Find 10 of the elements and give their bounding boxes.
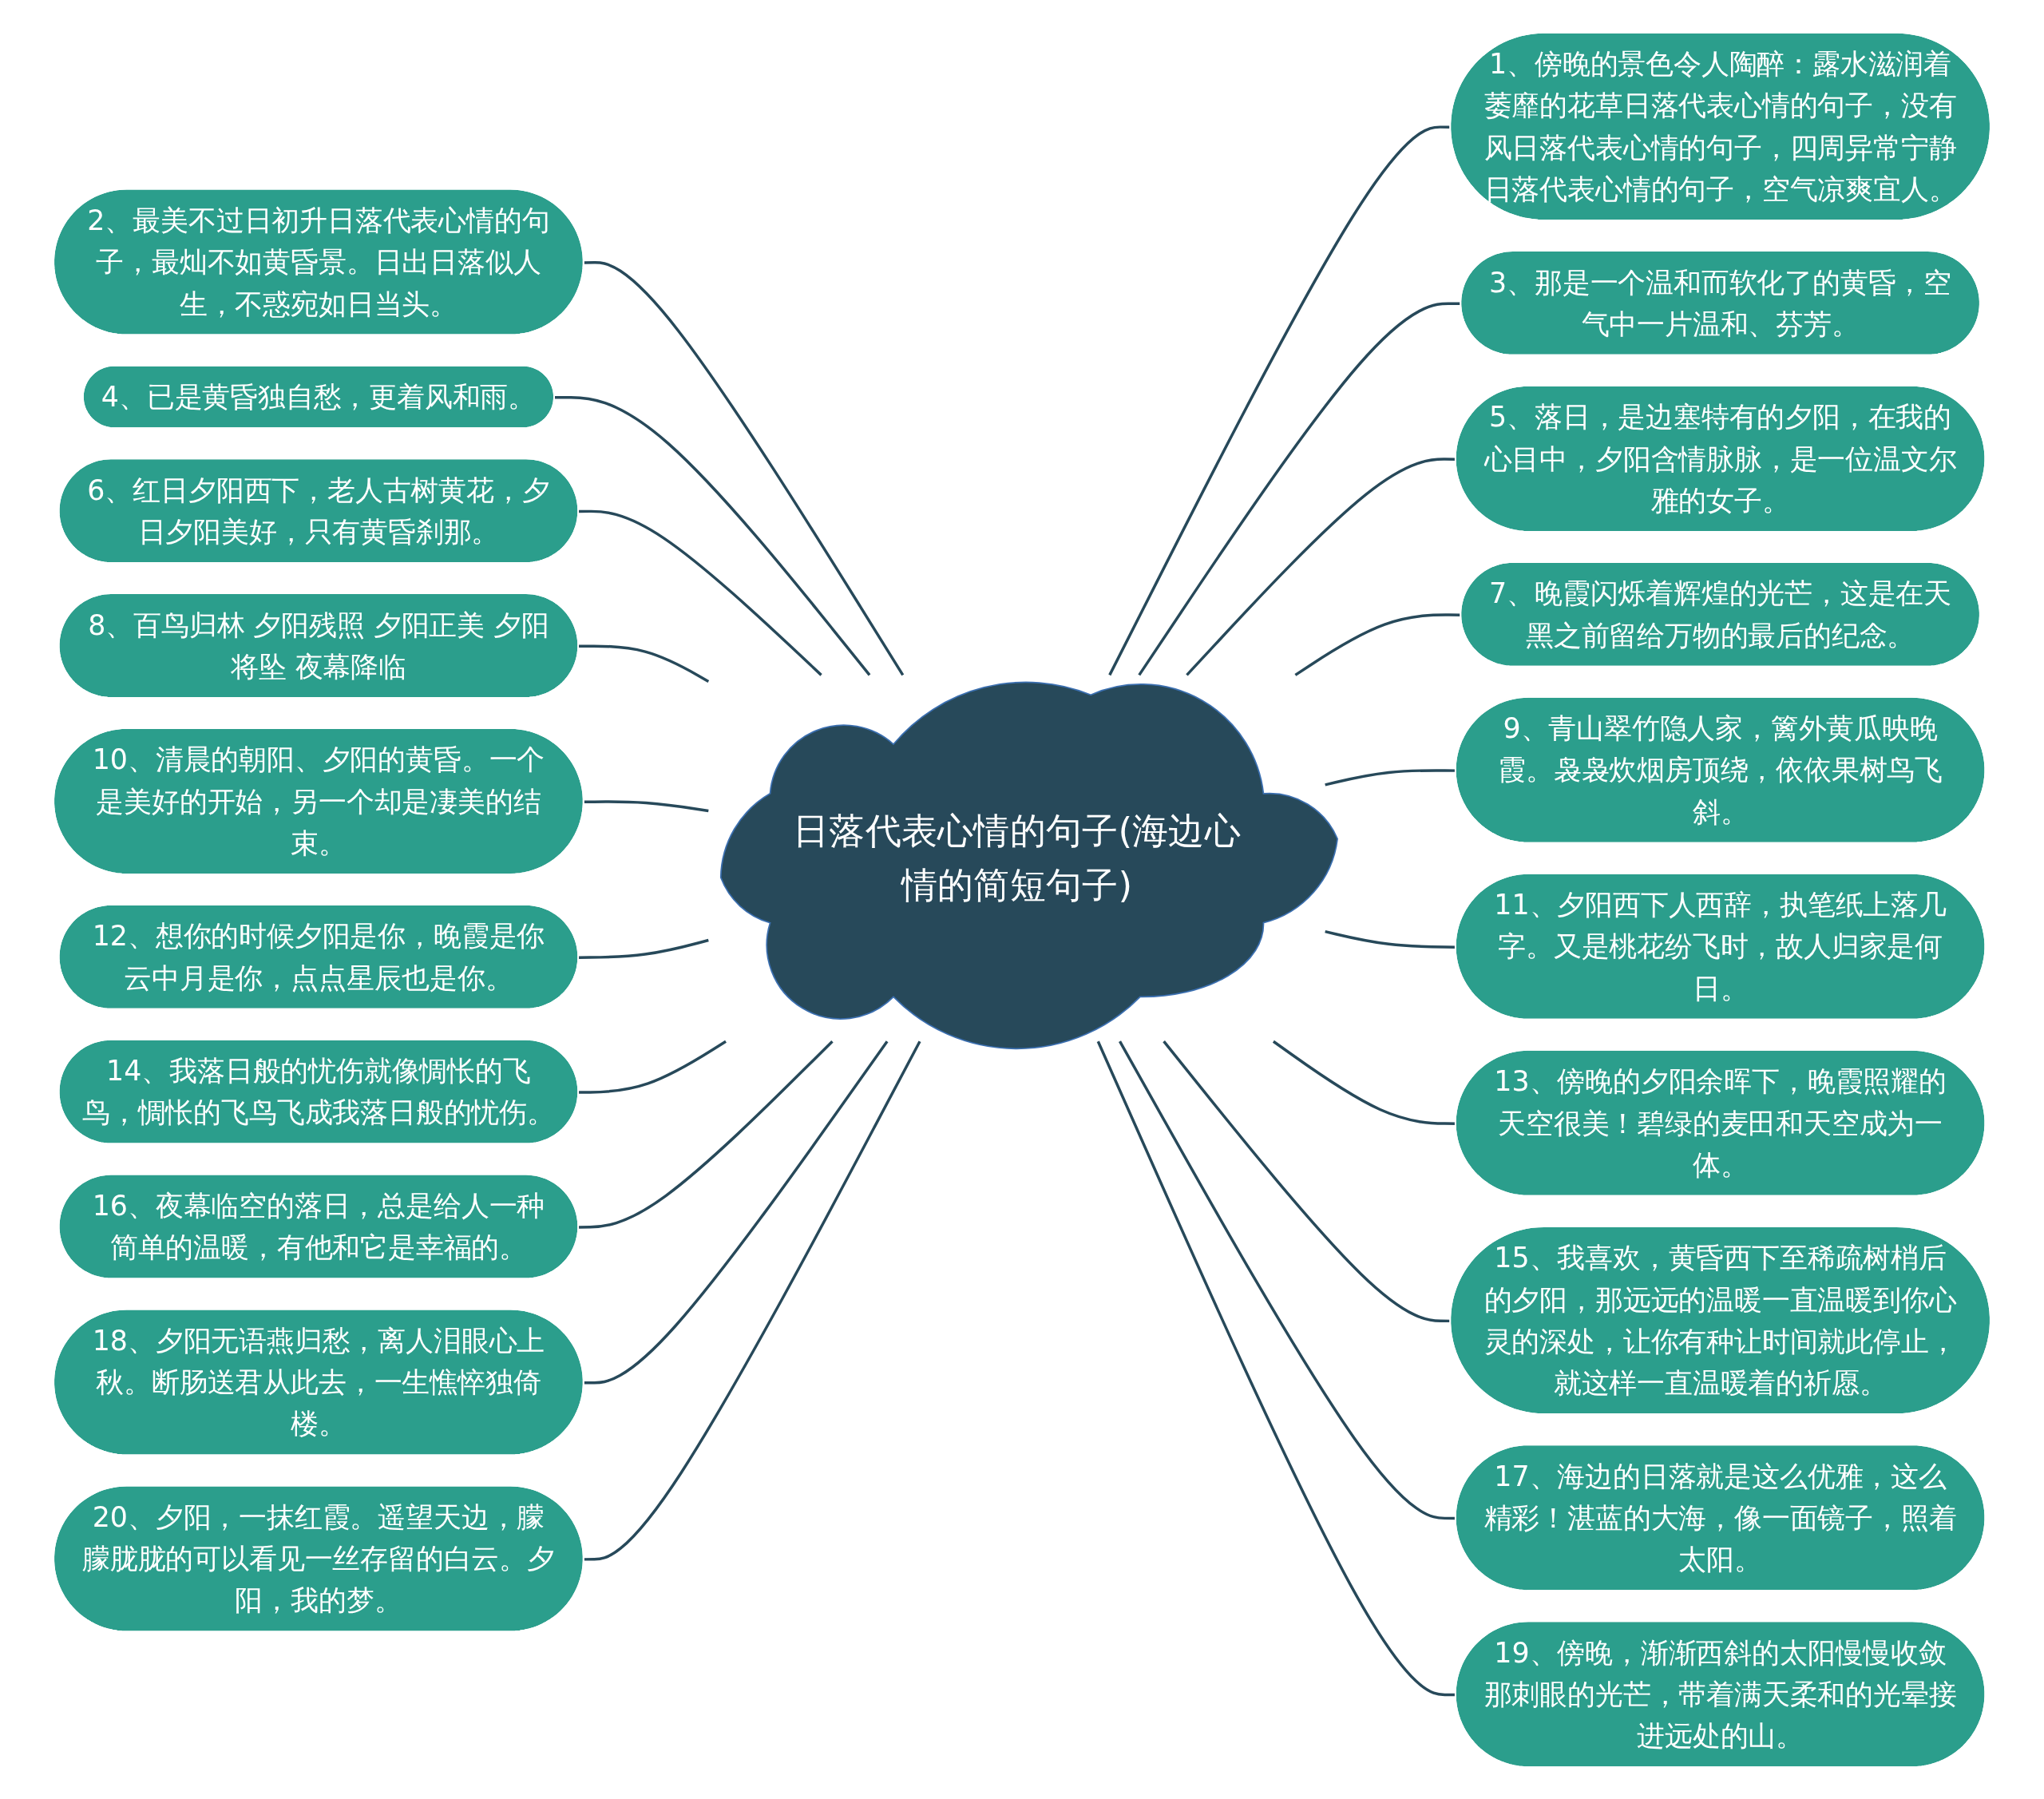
connector: [584, 260, 905, 676]
connector: [584, 1040, 921, 1561]
connector: [579, 1040, 727, 1094]
connector: [579, 509, 822, 676]
connector: [584, 799, 709, 812]
connector: [579, 1040, 834, 1229]
connector: [554, 395, 871, 676]
connector: [584, 1040, 889, 1385]
connector: [579, 644, 710, 683]
connector: [579, 938, 709, 959]
